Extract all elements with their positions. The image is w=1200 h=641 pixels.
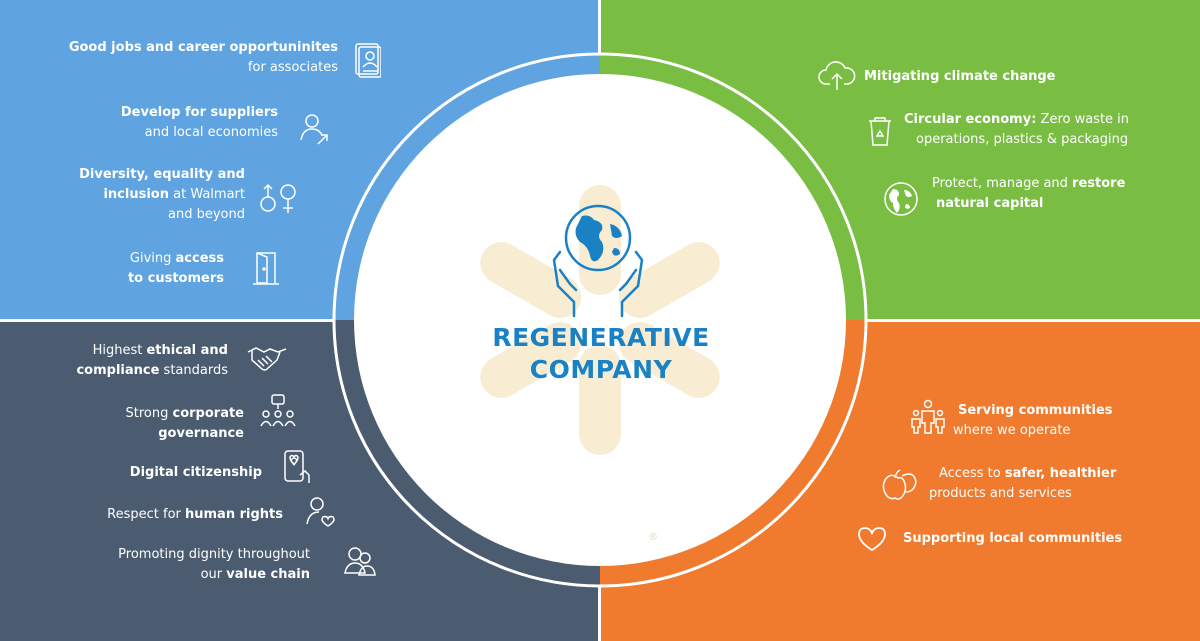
- center-circle: [354, 74, 846, 566]
- sustainability-item-circular: Circular economy: Zero waste in operatio…: [904, 112, 1130, 147]
- opportunity-item-diversity: Diversity, equality and inclusion at Wal…: [79, 167, 245, 222]
- sustainability-item-natural: Protect, manage and restore natural capi…: [932, 176, 1126, 211]
- community-item-products: Access to safer, healthier products and …: [929, 466, 1117, 501]
- sustainability-item-climate: Mitigating climate change: [864, 69, 1056, 84]
- opportunity-item-suppliers: Develop for suppliers and local economie…: [120, 105, 278, 140]
- ethics-item-digital: Digital citizenship: [129, 465, 262, 480]
- globe-hands-icon: [552, 204, 644, 318]
- heart-icon: [857, 526, 887, 552]
- family-icon: [911, 399, 945, 435]
- person-heart-icon: [305, 496, 335, 528]
- recycle-bin-icon: [866, 114, 894, 148]
- ethics-item-rights: Respect for human rights: [107, 507, 283, 522]
- open-door-icon: [251, 250, 281, 286]
- gender-symbols-icon: [258, 180, 298, 216]
- ethics-item-compliance: Highest ethical and compliance standards: [76, 343, 228, 378]
- community-item-supporting: Supporting local communities: [903, 531, 1123, 546]
- community-item-serving: Serving communities where we operate: [953, 403, 1113, 438]
- opportunity-item-jobs: Good jobs and career opportuninites for …: [68, 40, 338, 75]
- globe-icon: [882, 180, 920, 218]
- opportunity-item-access: Giving access to customers: [127, 251, 224, 286]
- people-icon: [343, 545, 377, 577]
- center-title: REGENERATIVE COMPANY: [470, 322, 732, 386]
- ethics-item-dignity: Promoting dignity throughout our value c…: [118, 547, 310, 582]
- apple-icon: [882, 466, 918, 502]
- cloud-upload-icon: [818, 58, 856, 92]
- document-person-icon: [353, 42, 381, 78]
- phone-heart-icon: [282, 449, 312, 485]
- center-title-line1: REGENERATIVE: [492, 323, 710, 352]
- org-chart-icon: [259, 393, 297, 429]
- center-title-line2: COMPANY: [529, 355, 673, 384]
- ethics-item-governance: Strong corporate governance: [125, 406, 245, 441]
- person-arrow-icon: [299, 112, 331, 146]
- handshake-icon: [246, 344, 288, 372]
- registered-mark: ®: [648, 532, 658, 543]
